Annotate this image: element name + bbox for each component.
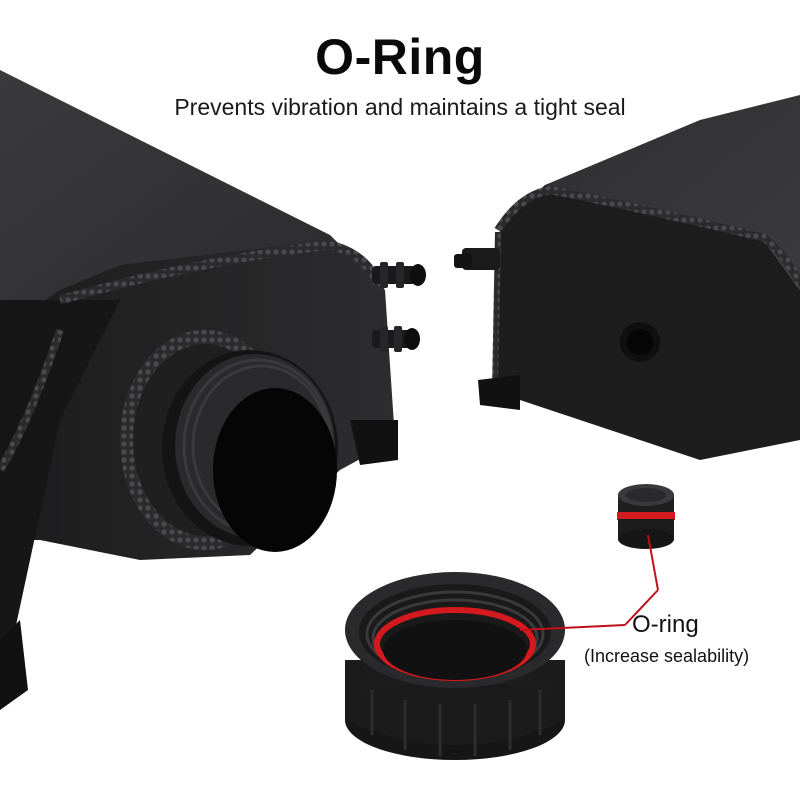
upper-hose-barb xyxy=(372,262,426,288)
oring-callout-note: (Increase sealability) xyxy=(584,646,750,666)
page-subtitle: Prevents vibration and maintains a tight… xyxy=(174,94,626,120)
large-cap xyxy=(345,572,565,760)
right-tank-top-face xyxy=(545,95,800,290)
side-fitting xyxy=(454,248,500,270)
right-tank-mount-tab xyxy=(478,375,520,410)
callout-leader-lines xyxy=(519,534,659,631)
right-tank xyxy=(454,95,800,460)
lower-hose-barb xyxy=(372,326,420,352)
left-tank-mount-tab xyxy=(350,420,398,465)
page-title: O-Ring xyxy=(315,29,485,85)
left-tank-weld-seam xyxy=(58,240,385,305)
filler-neck xyxy=(120,330,338,552)
left-tank xyxy=(0,70,398,710)
oring-callout-label: O-ring xyxy=(632,611,699,638)
right-tank-end-face xyxy=(495,185,800,460)
plug-cap xyxy=(617,484,675,549)
hose-barbs xyxy=(372,262,426,352)
right-tank-weld-seam xyxy=(494,185,800,287)
plug-cap-oring xyxy=(617,512,675,520)
